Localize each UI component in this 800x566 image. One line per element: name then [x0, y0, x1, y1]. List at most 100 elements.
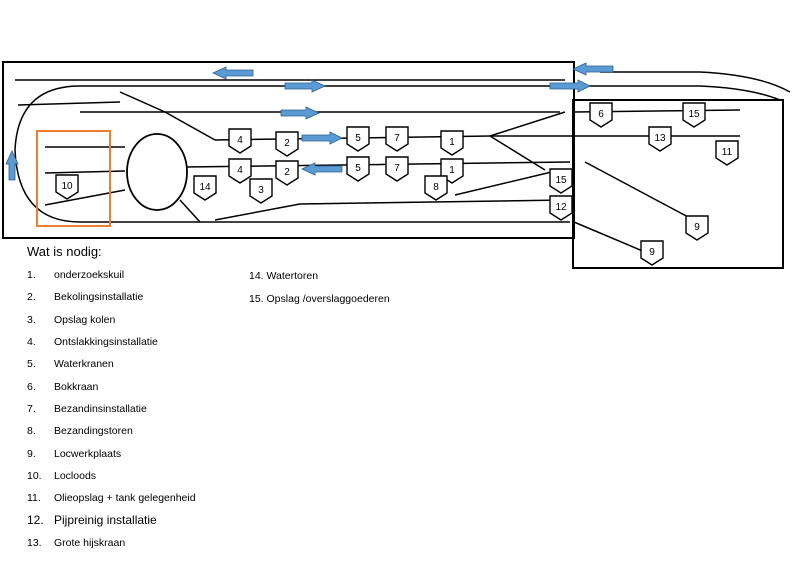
legend-item: 12. Pijpreinig installatie — [27, 509, 196, 531]
tag-label: 6 — [598, 109, 604, 120]
facility-tag: 13 — [648, 126, 672, 152]
arrow-right-icon — [301, 131, 343, 145]
tag-shield-shape — [440, 130, 464, 156]
tag-shield-shape — [55, 174, 79, 200]
tag-shield-shape — [385, 156, 409, 182]
external-track-lower — [580, 85, 781, 101]
legend-item-number: 8. — [27, 425, 36, 438]
tag-shield-shape — [275, 131, 299, 157]
tag-shield-shape — [346, 156, 370, 182]
facility-tag: 4 — [228, 128, 252, 154]
legend-item-label: Locwerkplaats — [54, 447, 122, 460]
legend-item: 7.Bezandinsinstallatie — [27, 398, 196, 420]
legend-item-label: Ontslakkingsinstallatie — [54, 336, 158, 349]
legend-title: Wat is nodig: — [27, 244, 102, 259]
facility-tag: 3 — [249, 178, 273, 204]
legend-item: 13. Grote hijskraan — [27, 532, 196, 554]
tag-label: 5 — [355, 163, 361, 174]
arrow-left-icon — [572, 62, 614, 76]
tag-label: 14 — [199, 182, 211, 193]
arrow-right-icon — [549, 79, 591, 93]
legend-item-number: 4. — [27, 336, 36, 349]
legend-item-number: 2. — [27, 291, 36, 304]
tag-shield-shape — [589, 102, 613, 128]
legend-item: 6.Bokkraan — [27, 375, 196, 397]
legend-item-number: 9. — [27, 447, 36, 460]
legend-item: 10. Locloods — [27, 465, 196, 487]
arrow-left-icon — [212, 66, 254, 80]
arrow-right-icon — [284, 79, 326, 93]
tag-shield-shape — [682, 102, 706, 128]
legend-item-label: Bokkraan — [54, 380, 99, 393]
tag-label: 8 — [433, 182, 439, 193]
tag-shield-shape — [228, 158, 252, 184]
legend-item-label: Waterkranen — [54, 358, 114, 371]
legend-item-label: Grote hijskraan — [54, 536, 126, 549]
legend-item-number: 12. — [27, 513, 44, 528]
tag-shield-shape — [385, 126, 409, 152]
legend-item-number: 3. — [27, 313, 36, 326]
facility-tag: 12 — [549, 195, 573, 221]
tag-shield-shape — [640, 240, 664, 266]
tag-shield-shape — [648, 126, 672, 152]
facility-tag: 7 — [385, 126, 409, 152]
legend-item-label: Olieopslag + tank gelegenheid — [54, 492, 196, 505]
legend-item-label: Bekolingsinstallatie — [54, 291, 144, 304]
legend-item-number: 7. — [27, 402, 36, 415]
tag-shield-shape — [549, 195, 573, 221]
facility-tag: 5 — [346, 156, 370, 182]
tag-label: 15 — [688, 109, 700, 120]
tag-shield-shape — [715, 140, 739, 166]
legend-item: 8. Bezandingstoren — [27, 420, 196, 442]
legend-item-number: 1. — [27, 269, 36, 282]
tag-label: 3 — [258, 185, 264, 196]
tag-shield-shape — [193, 175, 217, 201]
tag-label: 9 — [694, 222, 700, 233]
turntable — [126, 133, 188, 211]
facility-tag: 8 — [424, 175, 448, 201]
facility-tag: 9 — [640, 240, 664, 266]
tag-label: 2 — [284, 167, 290, 178]
legend-item-number: 5. — [27, 358, 36, 371]
legend-item: 14. Watertoren — [249, 269, 319, 282]
facility-tag: 10 — [55, 174, 79, 200]
locloods-box — [36, 130, 111, 227]
legend-item-number: 13. — [27, 536, 42, 549]
legend-item: 3.Opslag kolen — [27, 309, 196, 331]
tag-label: 5 — [355, 133, 361, 144]
tag-shield-shape — [228, 128, 252, 154]
tag-label: 1 — [449, 165, 455, 176]
legend-item-label: Pijpreinig installatie — [54, 513, 157, 528]
tag-label: 15 — [555, 175, 567, 186]
facility-tag: 15 — [682, 102, 706, 128]
tag-shield-shape — [685, 215, 709, 241]
legend-item: 9. Locwerkplaats — [27, 442, 196, 464]
tag-shield-shape — [424, 175, 448, 201]
facility-tag: 5 — [346, 126, 370, 152]
facility-tag: 9 — [685, 215, 709, 241]
tag-label: 1 — [449, 137, 455, 148]
arrow-up-icon — [5, 150, 19, 181]
legend-item: 2. Bekolingsinstallatie — [27, 286, 196, 308]
arrow-right-icon — [280, 106, 320, 120]
facility-tag: 2 — [275, 160, 299, 186]
tag-label: 7 — [394, 163, 400, 174]
legend-item-label: Locloods — [54, 469, 97, 482]
tag-label: 11 — [722, 147, 733, 158]
track-lines — [15, 79, 741, 253]
facility-tag: 2 — [275, 131, 299, 157]
tag-label: 7 — [394, 133, 400, 144]
facility-tag: 7 — [385, 156, 409, 182]
tag-label: 4 — [237, 135, 243, 146]
tag-shield-shape — [549, 168, 573, 194]
direction-arrows — [5, 62, 614, 181]
facility-tag: 15 — [549, 168, 573, 194]
tag-label: 2 — [284, 138, 290, 149]
legend-item-label: Bezandingstoren — [54, 425, 133, 438]
tag-label: 12 — [555, 202, 567, 213]
legend-item-number: 10. — [27, 469, 42, 482]
legend-item: 11.Olieopslag + tank gelegenheid — [27, 487, 196, 509]
legend-item-label: onderzoekskuil — [54, 269, 125, 282]
